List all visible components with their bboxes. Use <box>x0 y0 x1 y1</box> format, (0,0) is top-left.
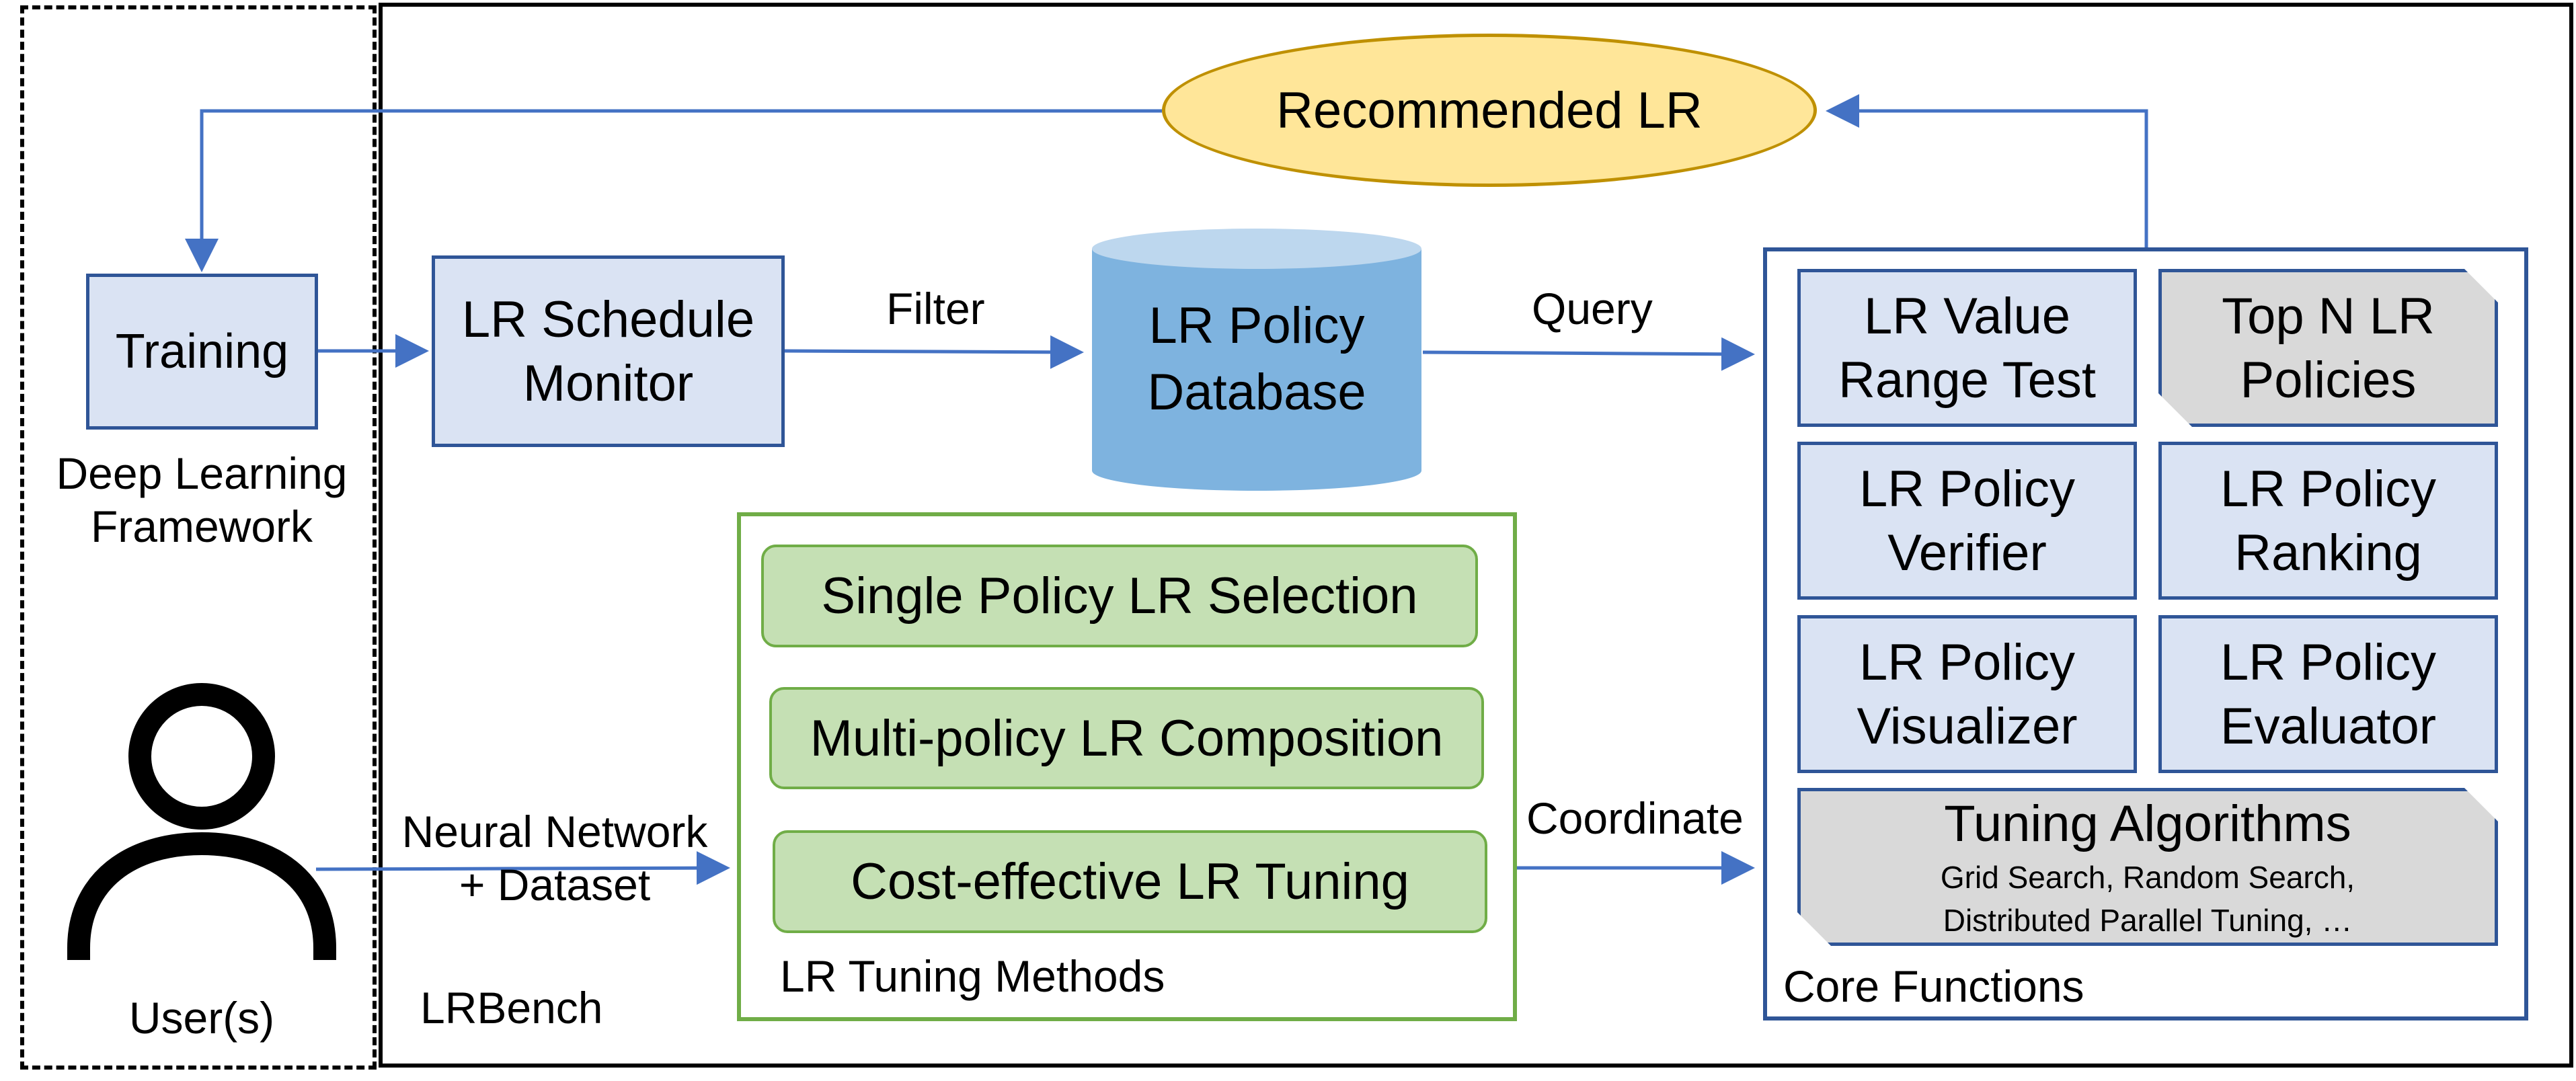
core-cell-range-test: LR Value Range Test <box>1797 269 2137 427</box>
framework-line1: Deep Learning <box>56 448 348 498</box>
coordinate-label: Coordinate <box>1526 793 1744 843</box>
lr-tuning-methods-frame <box>737 512 1517 1021</box>
algorithms-line1: Grid Search, Random Search, <box>1940 859 2355 895</box>
monitor-line2: Monitor <box>522 354 694 412</box>
core-functions-frame <box>1763 247 2528 1020</box>
framework-label: Deep Learning Framework <box>40 447 363 553</box>
tuning-algorithms-card: Tuning Algorithms Grid Search, Random Se… <box>1797 788 2498 946</box>
tuning-method-single: Single Policy LR Selection <box>761 545 1478 647</box>
user-label: User(s) <box>128 993 275 1043</box>
filter-label: Filter <box>886 284 985 333</box>
tuning-methods-title: LR Tuning Methods <box>780 951 1165 1001</box>
lr-schedule-monitor-box: LR Schedule Monitor <box>432 255 785 447</box>
user-area-frame <box>20 5 377 1070</box>
core-cell-top-n-policies: Top N LR Policies <box>2158 269 2498 427</box>
cell-line2: Visualizer <box>1857 697 2078 755</box>
cell-line1: Top N LR <box>2222 287 2435 345</box>
core-cell-visualizer: LR Policy Visualizer <box>1797 615 2137 773</box>
cell-line2: Evaluator <box>2220 697 2437 755</box>
cell-line1: LR Value <box>1863 287 2070 345</box>
core-cell-ranking: LR Policy Ranking <box>2158 442 2498 600</box>
database-line2: Database <box>1147 364 1366 421</box>
framework-line2: Framework <box>90 502 313 552</box>
cell-line1: LR Policy <box>2220 460 2436 518</box>
tuning-method-label: Multi-policy LR Composition <box>810 709 1444 767</box>
training-box: Training <box>86 274 318 430</box>
cell-line2: Verifier <box>1887 524 2047 582</box>
nn-line1: Neural Network <box>401 807 708 856</box>
algorithms-title: Tuning Algorithms <box>1944 795 2351 852</box>
nn-line2: + Dataset <box>459 860 651 910</box>
tuning-method-label: Cost-effective LR Tuning <box>851 853 1409 910</box>
tuning-method-cost-effective: Cost-effective LR Tuning <box>773 830 1487 933</box>
algorithms-line2: Distributed Parallel Tuning, … <box>1943 903 2353 938</box>
core-functions-title: Core Functions <box>1783 961 2084 1011</box>
nn-dataset-label: Neural Network + Dataset <box>380 805 730 912</box>
cell-line2: Ranking <box>2234 524 2422 582</box>
cell-line1: LR Policy <box>2220 633 2436 691</box>
cell-line1: LR Policy <box>1859 633 2075 691</box>
tuning-method-label: Single Policy LR Selection <box>821 567 1418 625</box>
database-top <box>1092 229 1421 269</box>
lr-policy-database: LR Policy Database <box>1092 249 1421 471</box>
cell-line2: Range Test <box>1838 351 2097 409</box>
tuning-method-multi: Multi-policy LR Composition <box>769 687 1484 789</box>
core-cell-verifier: LR Policy Verifier <box>1797 442 2137 600</box>
recommended-lr-label: Recommended LR <box>1276 81 1703 139</box>
monitor-line1: LR Schedule <box>461 290 755 348</box>
cell-line2: Policies <box>2240 351 2417 409</box>
recommended-lr-ellipse: Recommended LR <box>1162 34 1817 187</box>
training-label: Training <box>115 325 289 378</box>
lrbench-label: LRBench <box>420 983 603 1033</box>
lrbench-frame <box>379 3 2573 1068</box>
core-cell-evaluator: LR Policy Evaluator <box>2158 615 2498 773</box>
person-icon <box>67 683 336 960</box>
query-label: Query <box>1532 284 1653 333</box>
cell-line1: LR Policy <box>1859 460 2075 518</box>
database-line1: LR Policy <box>1148 297 1365 355</box>
